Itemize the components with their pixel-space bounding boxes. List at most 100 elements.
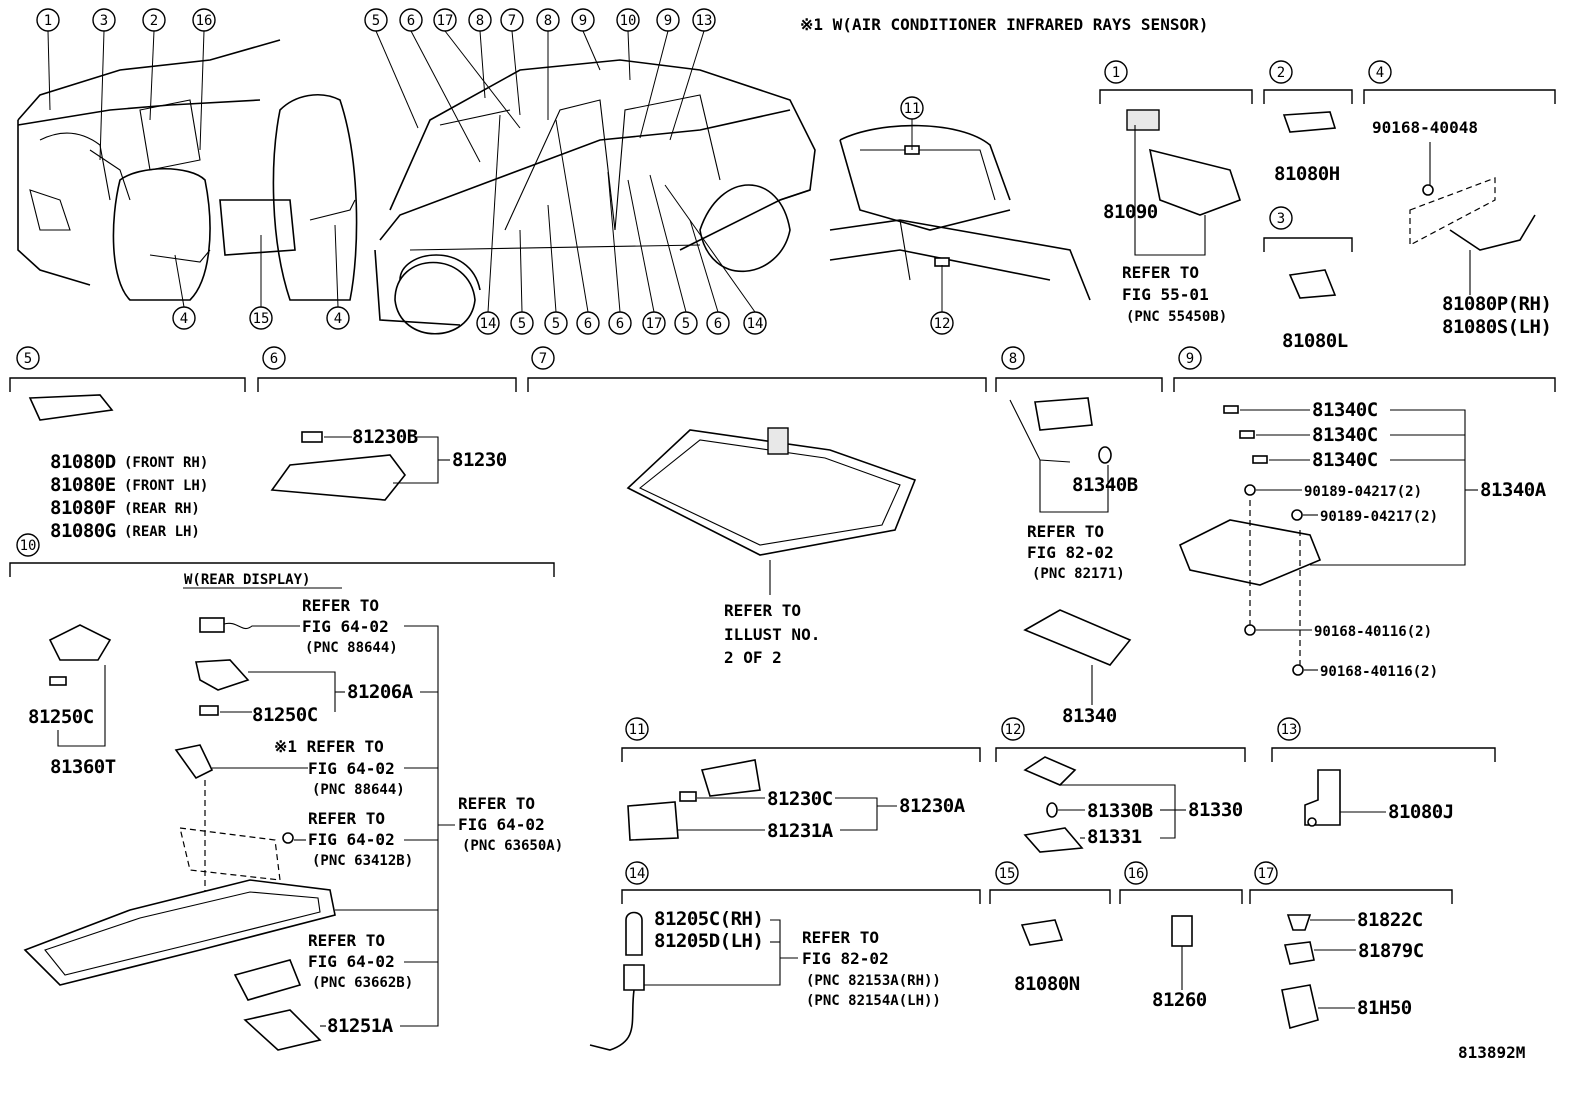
part-number-81330B[interactable]: 81330B [1087, 800, 1153, 822]
refer-g10-2-l3[interactable]: (PNC 88644) [312, 782, 405, 798]
overview-callout-interior_bottom-2[interactable]: 4 [326, 306, 350, 330]
overview-callout-car_bottom-3[interactable]: 6 [576, 311, 600, 335]
refer-g10-4-l3[interactable]: (PNC 63650A) [462, 838, 563, 854]
overview-callout-interior_top-1[interactable]: 3 [92, 8, 116, 32]
part-number-81080P[interactable]: 81080P(RH) [1442, 293, 1552, 315]
refer-g8-l3[interactable]: (PNC 82171) [1032, 566, 1125, 582]
group-callout-4[interactable]: 4 [1368, 60, 1392, 84]
part-number-81206A[interactable]: 81206A [347, 681, 414, 703]
refer-g7-l1[interactable]: REFER TO [724, 601, 801, 620]
refer-g10-1-l1[interactable]: REFER TO [302, 596, 379, 615]
part-number-81230[interactable]: 81230 [452, 449, 507, 471]
part-number-81080J[interactable]: 81080J [1388, 801, 1454, 823]
refer-g10-5-l1[interactable]: REFER TO [308, 931, 385, 950]
group-callout-10[interactable]: 10 [16, 533, 40, 557]
group-callout-3[interactable]: 3 [1269, 206, 1293, 230]
part-number-81231A[interactable]: 81231A [767, 820, 834, 842]
overview-callout-interior_top-2[interactable]: 2 [142, 8, 166, 32]
refer-g10-2-l1[interactable]: ※1 REFER TO [274, 737, 384, 756]
refer-g7-l3[interactable]: 2 OF 2 [724, 648, 782, 667]
overview-callout-car_bottom-4[interactable]: 6 [608, 311, 632, 335]
group-callout-6[interactable]: 6 [262, 346, 286, 370]
part-number-81340C-2[interactable]: 81340C [1312, 424, 1378, 446]
part-number-81330[interactable]: 81330 [1188, 799, 1243, 821]
group-callout-12[interactable]: 12 [1001, 717, 1025, 741]
group-callout-5[interactable]: 5 [16, 346, 40, 370]
refer-g14-l3[interactable]: (PNC 82153A(RH)) [806, 973, 941, 989]
group-callout-13[interactable]: 13 [1277, 717, 1301, 741]
part-number-81340[interactable]: 81340 [1062, 705, 1117, 727]
refer-g8-l2[interactable]: FIG 82-02 [1027, 543, 1114, 562]
refer-g14-l1[interactable]: REFER TO [802, 928, 879, 947]
part-number-81250C-a[interactable]: 81250C [28, 706, 94, 728]
overview-callout-car_bottom-0[interactable]: 14 [476, 311, 500, 335]
part-number-81340A[interactable]: 81340A [1480, 479, 1547, 501]
part-number-81331[interactable]: 81331 [1087, 826, 1142, 848]
overview-callout-car_top-7[interactable]: 10 [616, 8, 640, 32]
screw-90168-40116-1[interactable]: 90168-40116(2) [1314, 624, 1432, 640]
refer-g7-l2[interactable]: ILLUST NO. [724, 625, 820, 644]
refer-g10-1-l2[interactable]: FIG 64-02 [302, 617, 389, 636]
overview-callout-car_top-6[interactable]: 9 [571, 8, 595, 32]
part-number-81090[interactable]: 81090 [1103, 201, 1158, 223]
part-number-81230A[interactable]: 81230A [899, 795, 966, 817]
overview-callout-car_top-5[interactable]: 8 [536, 8, 560, 32]
refer-g10-5-l2[interactable]: FIG 64-02 [308, 952, 395, 971]
refer-g8-l1[interactable]: REFER TO [1027, 522, 1104, 541]
overview-callout-car_top-8[interactable]: 9 [656, 8, 680, 32]
part-number-81250C-b[interactable]: 81250C [252, 704, 318, 726]
group-callout-7[interactable]: 7 [531, 346, 555, 370]
overview-callout-car_top-1[interactable]: 6 [399, 8, 423, 32]
refer-g10-3-l2[interactable]: FIG 64-02 [308, 830, 395, 849]
bolt-90168-40048[interactable]: 90168-40048 [1372, 118, 1478, 137]
part-number-81080L[interactable]: 81080L [1282, 330, 1348, 352]
overview-callout-car_top-4[interactable]: 7 [500, 8, 524, 32]
group-callout-14[interactable]: 14 [625, 861, 649, 885]
part-number-81360T[interactable]: 81360T [50, 756, 116, 778]
part-number-81080G[interactable]: 81080G [50, 520, 116, 542]
overview-callout-interior_bottom-0[interactable]: 4 [172, 306, 196, 330]
refer-g1-l2[interactable]: FIG 55-01 [1122, 285, 1209, 304]
part-number-81340C-3[interactable]: 81340C [1312, 449, 1378, 471]
overview-callout-car_top-2[interactable]: 17 [433, 8, 457, 32]
overview-callout-interior_bottom-1[interactable]: 15 [249, 306, 273, 330]
overview-callout-car_bottom-8[interactable]: 14 [743, 311, 767, 335]
overview-callout-car_top-9[interactable]: 13 [692, 8, 716, 32]
part-number-81205D[interactable]: 81205D(LH) [654, 930, 764, 952]
refer-g10-1-l3[interactable]: (PNC 88644) [305, 640, 398, 656]
part-number-81080S[interactable]: 81080S(LH) [1442, 316, 1552, 338]
part-number-81340B[interactable]: 81340B [1072, 474, 1138, 496]
group-callout-16[interactable]: 16 [1124, 861, 1148, 885]
refer-g14-l2[interactable]: FIG 82-02 [802, 949, 889, 968]
screw-90189-04217-2[interactable]: 90189-04217(2) [1320, 509, 1438, 525]
part-number-81260[interactable]: 81260 [1152, 989, 1207, 1011]
refer-g10-2-l2[interactable]: FIG 64-02 [308, 759, 395, 778]
part-number-81080E[interactable]: 81080E [50, 474, 116, 496]
overview-callout-trunk-0[interactable]: 11 [900, 96, 924, 120]
group-callout-9[interactable]: 9 [1178, 346, 1202, 370]
screw-90189-04217-1[interactable]: 90189-04217(2) [1304, 484, 1422, 500]
part-number-81080N[interactable]: 81080N [1014, 973, 1080, 995]
overview-callout-trunk-1[interactable]: 12 [930, 311, 954, 335]
group-callout-1[interactable]: 1 [1104, 60, 1128, 84]
part-number-81230B[interactable]: 81230B [352, 426, 418, 448]
group-callout-8[interactable]: 8 [1001, 346, 1025, 370]
screw-90168-40116-2[interactable]: 90168-40116(2) [1320, 664, 1438, 680]
part-number-81822C[interactable]: 81822C [1357, 909, 1423, 931]
refer-g10-3-l3[interactable]: (PNC 63412B) [312, 853, 413, 869]
refer-g10-3-l1[interactable]: REFER TO [308, 809, 385, 828]
part-number-81251A[interactable]: 81251A [327, 1015, 394, 1037]
part-number-81080F[interactable]: 81080F [50, 497, 116, 519]
overview-callout-car_top-3[interactable]: 8 [468, 8, 492, 32]
refer-g10-5-l3[interactable]: (PNC 63662B) [312, 975, 413, 991]
part-number-81879C[interactable]: 81879C [1358, 940, 1424, 962]
overview-callout-car_bottom-2[interactable]: 5 [544, 311, 568, 335]
part-number-81080D[interactable]: 81080D [50, 451, 116, 473]
overview-callout-interior_top-3[interactable]: 16 [192, 8, 216, 32]
overview-callout-car_bottom-7[interactable]: 6 [706, 311, 730, 335]
part-number-81340C-1[interactable]: 81340C [1312, 399, 1378, 421]
part-number-81230C[interactable]: 81230C [767, 788, 833, 810]
overview-callout-interior_top-0[interactable]: 1 [36, 8, 60, 32]
refer-g1-l3[interactable]: (PNC 55450B) [1126, 309, 1227, 325]
overview-callout-car_bottom-6[interactable]: 5 [674, 311, 698, 335]
